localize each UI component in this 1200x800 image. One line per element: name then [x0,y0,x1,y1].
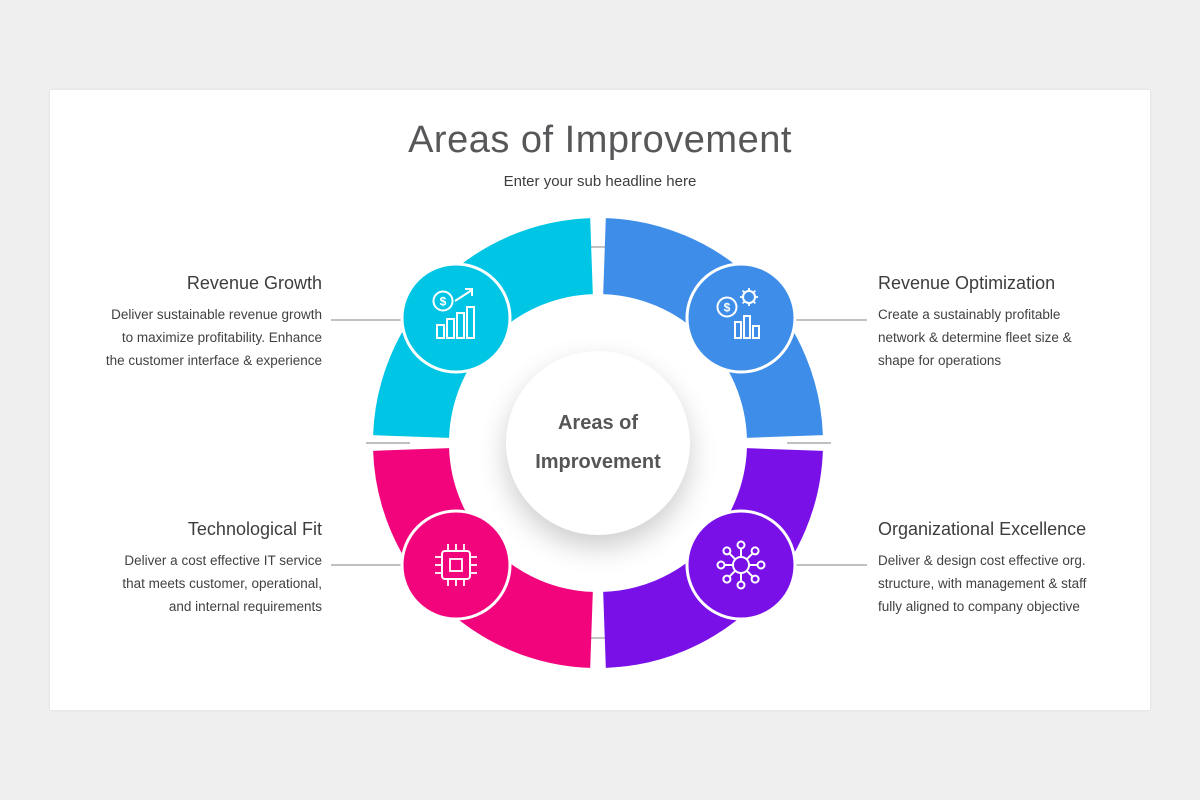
item-title: Technological Fit [187,519,322,539]
center-label-line2: Improvement [535,451,661,473]
badge-technological-fit [400,509,512,621]
page-subtitle: Enter your sub headline here [503,173,697,190]
network-hub-icon [716,540,766,590]
item-desc-line: Deliver sustainable revenue growth [111,307,322,322]
chip-pins [435,544,477,586]
icon-badges [400,262,797,621]
trend-arrow [454,289,473,302]
item-desc-line: shape for operations [878,353,1002,368]
item-desc-line: structure, with management & staff [878,576,1087,591]
badge-organizational-excellence [685,509,797,621]
item-desc-line: that meets customer, operational, [122,576,322,591]
gear-teeth [740,288,758,306]
item-revenue-growth: Revenue Growth Deliver sustainable reven… [42,272,322,372]
badge-revenue-optimization [685,262,797,374]
item-desc-line: and internal requirements [168,599,322,614]
item-title: Revenue Optimization [878,273,1056,293]
hub-spokes [716,540,766,590]
item-desc-line: Deliver a cost effective IT service [124,553,322,568]
connector-lines [331,246,867,639]
item-desc-line: fully aligned to company objective [878,599,1080,614]
dollar-glyph: $ [440,295,447,309]
item-title: Revenue Growth [186,273,322,293]
page-title: Areas of Improvement [408,119,792,161]
center-label-line1: Areas of [557,412,639,434]
profit-gear-chart-icon: $ [716,288,760,339]
item-desc-line: network & determine fleet size & [878,330,1072,345]
item-title: Organizational Excellence [878,519,1087,539]
item-desc-line: Create a sustainably profitable [878,307,1061,322]
item-revenue-optimization: Revenue Optimization Create a sustainabl… [878,272,1158,372]
item-desc-line: Deliver & design cost effective org. [878,553,1086,568]
cpu-chip-icon [435,544,477,586]
dollar-growth-chart-icon: $ [432,288,475,339]
item-desc-line: to maximize profitability. Enhance [121,330,322,345]
dollar-glyph: $ [724,301,731,315]
center-circle: Areas of Improvement [506,351,690,535]
item-desc-line: the customer interface & experience [105,353,322,368]
item-organizational-excellence: Organizational Excellence Deliver & desi… [878,518,1158,618]
item-technological-fit: Technological Fit Deliver a cost effecti… [42,518,322,618]
